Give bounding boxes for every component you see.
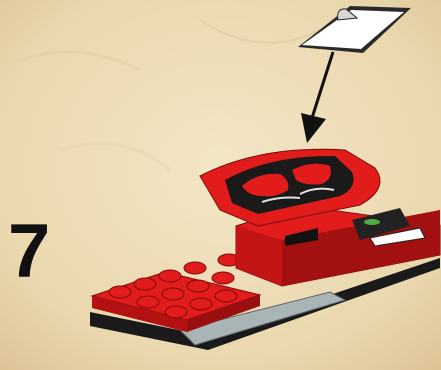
lego-car-model bbox=[90, 149, 440, 350]
sticker-icon bbox=[298, 6, 411, 53]
arrow-down-left-icon bbox=[301, 52, 333, 143]
